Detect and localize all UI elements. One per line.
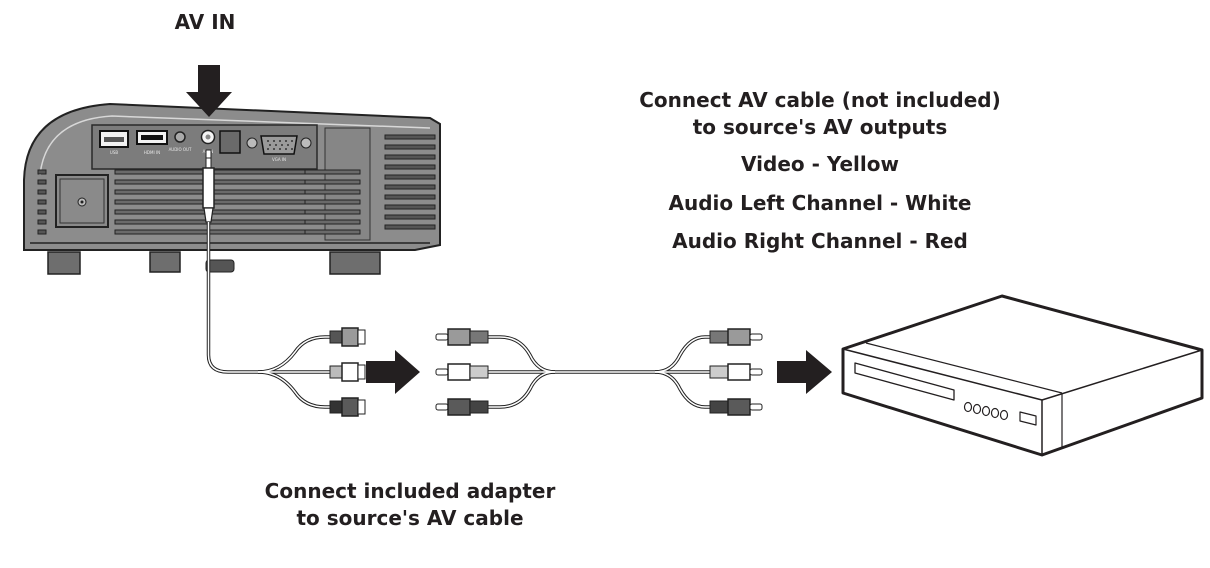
hdmi-port[interactable] (136, 130, 168, 145)
player-display (1019, 411, 1037, 426)
usb-port[interactable] (99, 130, 129, 148)
cable-left-plug-red (435, 398, 489, 416)
av-jack-plug (202, 149, 215, 223)
connect-arrow-2 (777, 350, 832, 394)
projector-foot-mid (149, 251, 181, 273)
player-buttons (963, 401, 1009, 421)
vga-port[interactable] (246, 135, 312, 155)
port-label-usb: USB (110, 150, 118, 155)
cable-left-plug-white (435, 363, 489, 381)
projector: USB HDMI IN AUDIO OUT AV IN VGA IN (23, 102, 441, 275)
av-in-arrow (186, 65, 232, 117)
port-label-vga: VGA IN (272, 157, 286, 162)
instruction-av-cable-line2: to source's AV outputs (692, 115, 948, 139)
label-video-yellow: Video - Yellow (741, 152, 899, 176)
port-label-hdmi: HDMI IN (144, 150, 160, 155)
projector-foot-left (47, 251, 81, 275)
label-audio-right-red: Audio Right Channel - Red (672, 229, 968, 253)
ir-sensor (219, 130, 241, 154)
cable-right-plug-white (709, 363, 763, 381)
audio-out-port[interactable] (174, 131, 186, 143)
adapter-plug-red (329, 397, 366, 417)
cable-right-plug-yellow (709, 328, 763, 346)
dvd-player (841, 294, 1204, 457)
instruction-av-cable-line1: Connect AV cable (not included) (639, 88, 1001, 112)
vent-grille (114, 169, 361, 235)
label-audio-left-white: Audio Left Channel - White (668, 191, 972, 215)
cable-right-plug-red (709, 398, 763, 416)
adapter-plug-yellow (329, 327, 366, 347)
instruction-adapter-line1: Connect included adapter (264, 479, 556, 503)
projector-foot-right (329, 251, 381, 275)
adapter-plug-white (329, 362, 366, 382)
instruction-adapter-line2: to source's AV cable (296, 506, 524, 530)
disc-tray (854, 362, 955, 401)
projector-focus-knob (205, 259, 235, 273)
port-label-audio-out: AUDIO OUT (169, 147, 192, 152)
av-in-title: AV IN (174, 10, 236, 34)
cable-left-plug-yellow (435, 328, 489, 346)
connect-arrow-1 (366, 350, 420, 394)
